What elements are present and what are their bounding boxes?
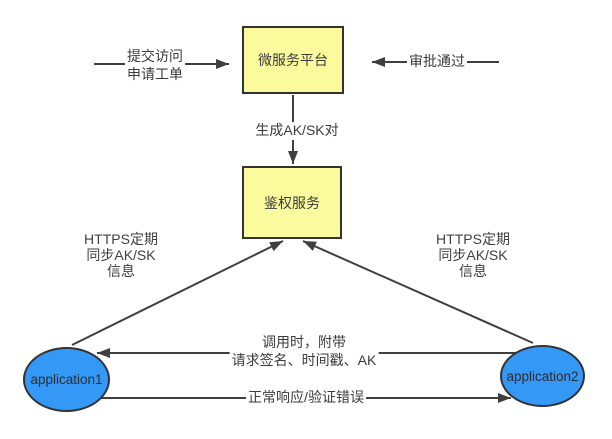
- edge-label-sync-right: HTTPS定期 同步AK/SK 信息: [434, 230, 512, 280]
- node-microservice-platform-label: 微服务平台: [258, 52, 328, 68]
- edge-sync-left-arrow: [71, 240, 284, 346]
- node-auth-service: 鉴权服务: [242, 166, 342, 239]
- node-microservice-platform: 微服务平台: [242, 26, 344, 94]
- edge-label-submit-ticket: 提交访问 申请工单: [125, 48, 185, 84]
- edge-label-approve: 审批通过: [407, 53, 467, 71]
- node-application1-label: application1: [30, 372, 103, 387]
- edge-label-call-with: 调用时，附带 请求签名、时间戳、AK: [229, 334, 379, 370]
- node-application2-label: application2: [506, 368, 579, 384]
- node-application2: application2: [500, 345, 585, 407]
- edge-label-response: 正常响应/验证错误: [246, 389, 366, 407]
- node-application1: application1: [23, 347, 110, 412]
- edge-label-generate-aksk: 生成AK/SK对: [253, 122, 341, 140]
- edge-label-sync-left: HTTPS定期 同步AK/SK 信息: [82, 230, 160, 280]
- edge-sync-right-arrow: [302, 240, 534, 344]
- node-auth-service-label: 鉴权服务: [264, 194, 320, 211]
